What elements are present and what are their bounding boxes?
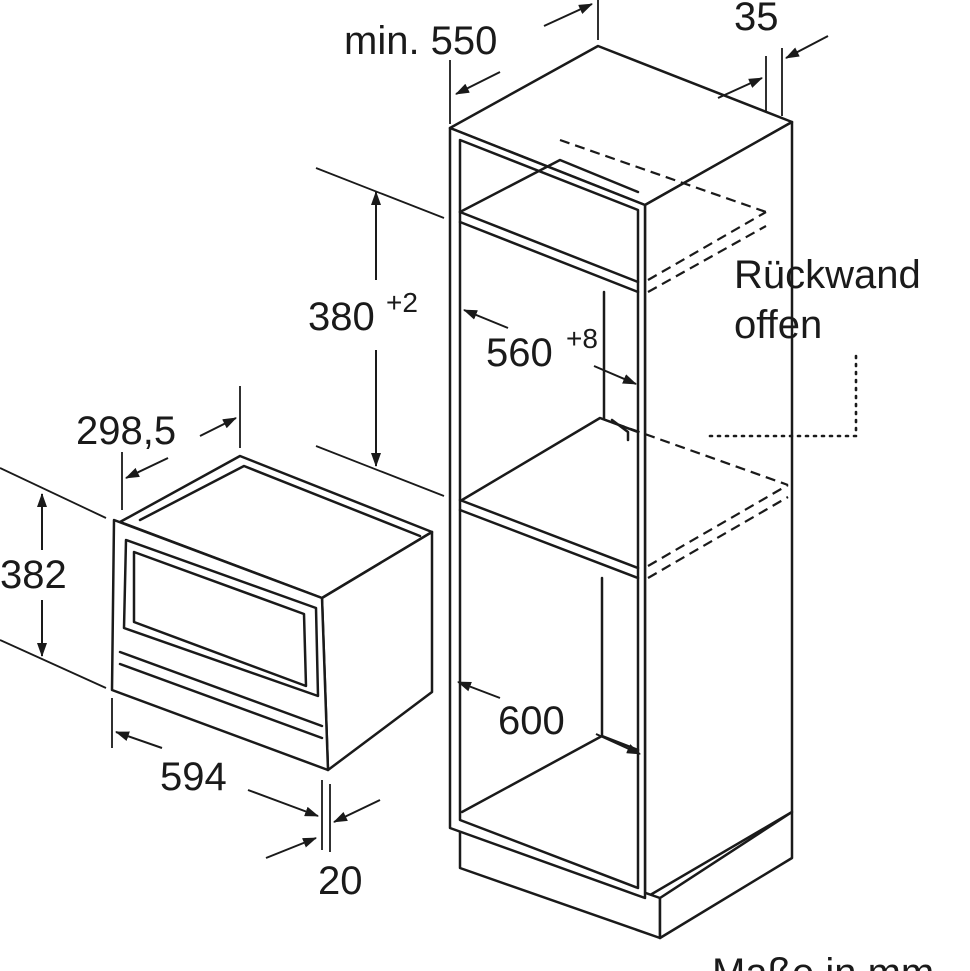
label-niche-width-tol: +8 (566, 323, 598, 354)
dashed-top-side (647, 211, 767, 281)
arrow-600-left (457, 681, 501, 699)
dashed-top-back (559, 138, 767, 214)
dashed-mid-side-2 (647, 496, 789, 579)
dashed-top-side-2 (647, 225, 767, 293)
label-cabinet-width: 600 (498, 699, 565, 743)
arrow-560-right (593, 365, 637, 385)
dashed-mid-back (599, 416, 789, 487)
shelf-niche-lower-edge (458, 508, 640, 580)
arrow-35-right (785, 35, 829, 59)
arrow-594-right (247, 789, 319, 817)
ext-382-top (0, 467, 107, 519)
arrow-560-left (463, 309, 509, 329)
arrow-600-right (595, 733, 641, 755)
shelf-upper-lower-edge (458, 220, 640, 294)
label-gap-top: 35 (734, 0, 779, 39)
arrow-594-left (115, 731, 163, 749)
ext-382-bottom (0, 639, 107, 689)
arrow-35-left (717, 77, 763, 99)
appliance-control-strip (118, 650, 324, 728)
tall-cabinet (448, 44, 858, 940)
ext-380-top (315, 167, 445, 219)
appliance-window (132, 550, 308, 688)
ext-380-bottom (315, 445, 445, 497)
arrow-2985-left (125, 457, 169, 479)
label-appliance-height: 382 (0, 553, 67, 597)
label-back-wall-1: Rückwand (734, 253, 921, 297)
cabinet-inner-edge (458, 138, 640, 890)
label-niche-height-tol: +2 (386, 287, 418, 318)
label-units-note: Maße in mm (712, 951, 934, 971)
arrow-550-left (455, 71, 501, 95)
shelf-niche-front (458, 498, 640, 570)
cabinet-plinth-side (658, 810, 794, 940)
arrow-20-left (265, 837, 317, 859)
dashed-mid-side (647, 484, 789, 567)
dimension-labels: min. 550 35 380 +2 560 +8 600 298,5 382 … (0, 0, 934, 971)
label-front-thickness: 20 (318, 859, 363, 903)
cabinet-front-frame (448, 126, 647, 900)
dimension-lines (0, 0, 829, 859)
label-niche-width: 560 (486, 331, 553, 375)
arrow-20-right (333, 799, 381, 823)
label-niche-height: 380 (308, 295, 375, 339)
appliance-control-strip-lower (118, 662, 324, 740)
appliance-top-ledge (138, 464, 422, 538)
appliance (110, 454, 434, 772)
label-appliance-width: 594 (160, 755, 227, 799)
arrow-2985-right (199, 417, 237, 437)
shelf-upper-back (458, 158, 640, 214)
label-back-wall-2: offen (734, 303, 822, 347)
label-appliance-depth: 298,5 (76, 409, 176, 453)
arrow-550-right (543, 3, 593, 27)
shelf-upper-front (458, 210, 640, 284)
appliance-window-frame (122, 538, 320, 698)
back-wall-leader (704, 354, 858, 438)
label-depth-min: min. 550 (344, 19, 497, 63)
